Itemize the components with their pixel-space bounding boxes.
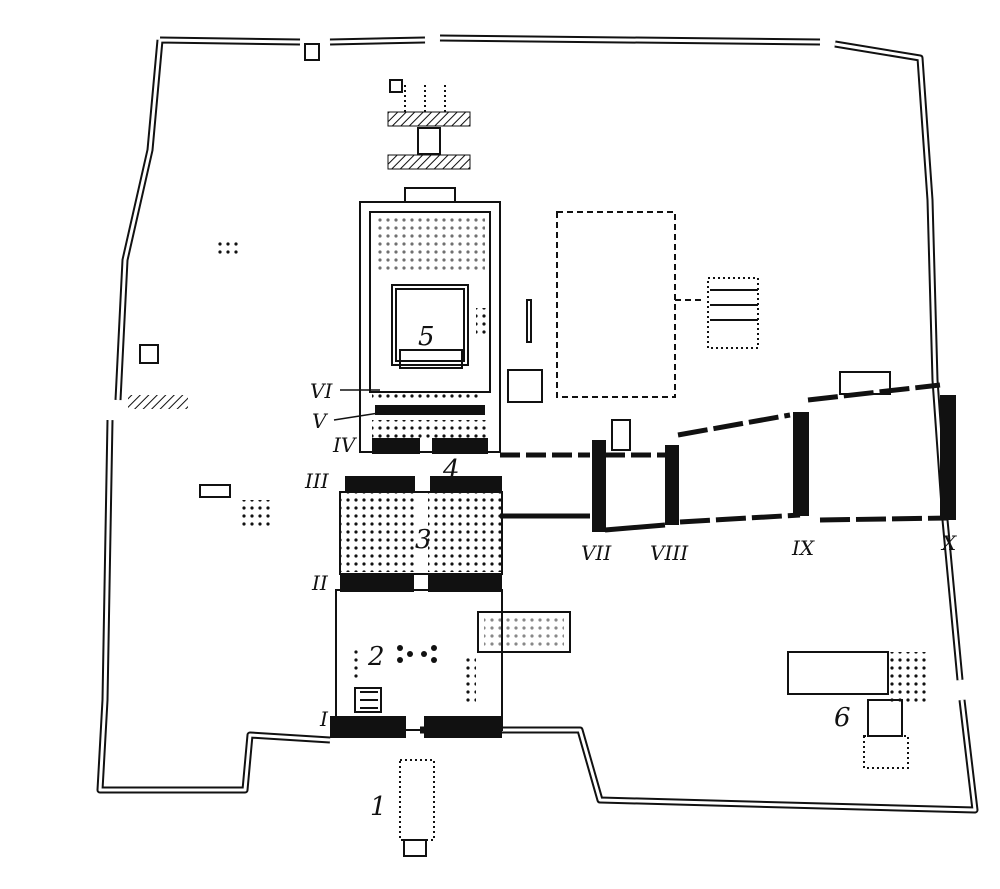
small-shrine: [507, 369, 543, 403]
pylon-VII: [592, 440, 606, 532]
label-3: 3: [415, 525, 432, 555]
pylon-VIII: [665, 445, 679, 525]
west-ruins: [128, 395, 188, 409]
label-pylon-I: I: [319, 707, 329, 731]
pylon-III-east: [430, 476, 502, 492]
east-gate-shrine: [839, 371, 891, 395]
north-chapel: [387, 79, 471, 170]
pylon-II: [340, 574, 414, 592]
pylon-IV: [372, 438, 420, 454]
label-pylon-IX: IX: [791, 536, 815, 560]
label-6: 6: [834, 703, 851, 733]
north-gate: [304, 43, 320, 61]
label-pylon-VI: VI: [310, 379, 333, 403]
pylon-II-east: [428, 574, 502, 592]
label-pylon-X: X: [940, 531, 957, 555]
pylon-V: [375, 405, 485, 415]
west-ruins-2: [199, 484, 231, 498]
label-pylon-II: II: [311, 571, 329, 595]
west-ruins-3: [240, 500, 270, 530]
akhmenu-dashed-building: [556, 211, 759, 398]
label-pylon-IV: IV: [332, 433, 358, 457]
sanctuary-complex: [359, 187, 501, 453]
label-pylon-III: III: [304, 469, 330, 493]
pylon-IX: [793, 412, 809, 516]
entrance-avenue: [399, 759, 435, 857]
pylon-III: [345, 476, 415, 492]
label-2: 2: [367, 642, 385, 672]
pylon-IV-east: [432, 438, 488, 454]
temple-of-khonsu-6: [787, 651, 928, 769]
pylon-VI: [372, 390, 480, 398]
southern-processional-way: [500, 382, 949, 533]
label-1: 1: [370, 792, 387, 822]
first-court: [335, 589, 571, 731]
label-4: 4: [442, 455, 460, 485]
court-4-obelisks: [372, 420, 488, 438]
west-block: [215, 242, 239, 254]
obelisk-marker: [526, 299, 532, 343]
label-pylon-VII: VII: [581, 541, 612, 565]
west-shrine: [139, 344, 159, 364]
label-pylon-VIII: VIII: [650, 541, 689, 565]
label-5: 5: [418, 322, 435, 352]
gate-VII-shrine: [611, 419, 631, 451]
pylon-I-east: [424, 716, 502, 738]
pylon-X: [940, 395, 956, 520]
label-pylon-V: V: [312, 409, 329, 433]
hypostyle-hall: [339, 491, 503, 575]
pylon-I: [330, 716, 406, 738]
